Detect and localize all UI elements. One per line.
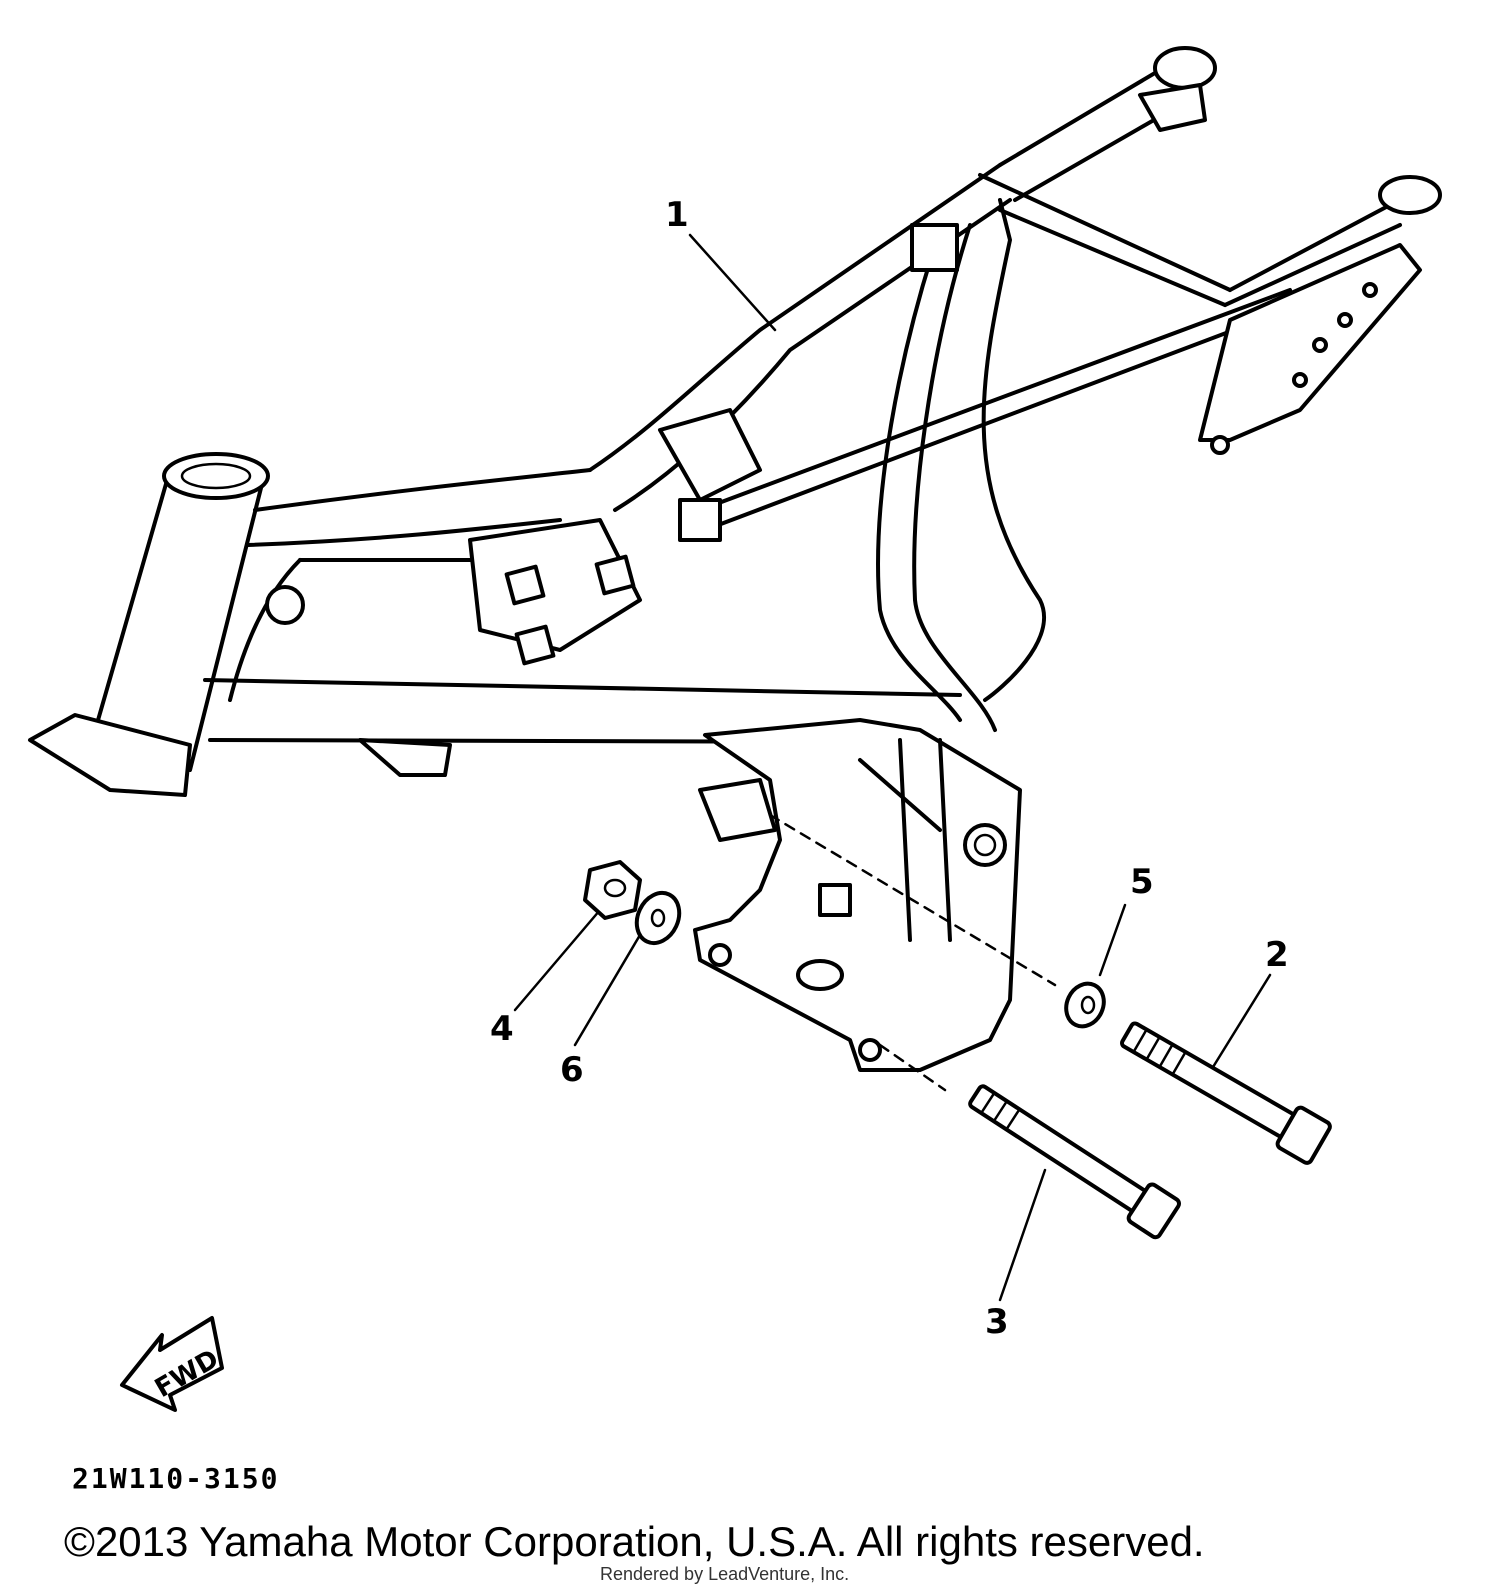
motorcycle-frame-illustration (28, 46, 1442, 1072)
callout-6: 6 (560, 1050, 584, 1090)
leader-line-6 (573, 933, 642, 1047)
callout-4: 4 (490, 1009, 514, 1049)
bolt-icon (968, 1084, 1181, 1240)
leader-line-5 (1098, 903, 1127, 977)
leader-lines (513, 233, 1272, 1302)
callout-1: 1 (665, 195, 689, 235)
figure-code: 21W110-3150 (72, 1462, 280, 1495)
axle-center-line (768, 813, 1057, 987)
nut-icon (583, 860, 642, 920)
callout-3: 3 (985, 1302, 1009, 1342)
leader-line-4 (513, 908, 602, 1012)
washer-icon (1064, 981, 1106, 1029)
callout-2: 2 (1265, 935, 1289, 975)
callout-5: 5 (1130, 862, 1154, 902)
render-credit: Rendered by LeadVenture, Inc. (600, 1564, 850, 1584)
leader-line-2 (1203, 973, 1272, 1082)
bolt-center-line (878, 1043, 947, 1092)
fwd-arrow-icon: FWD (120, 1316, 224, 1412)
leader-line-3 (998, 1168, 1047, 1302)
bolt-icon (1120, 1021, 1332, 1165)
copyright-notice: ©2013 Yamaha Motor Corporation, U.S.A. A… (64, 1518, 1205, 1565)
washer-icon (634, 890, 682, 946)
leader-line-1 (688, 233, 777, 332)
